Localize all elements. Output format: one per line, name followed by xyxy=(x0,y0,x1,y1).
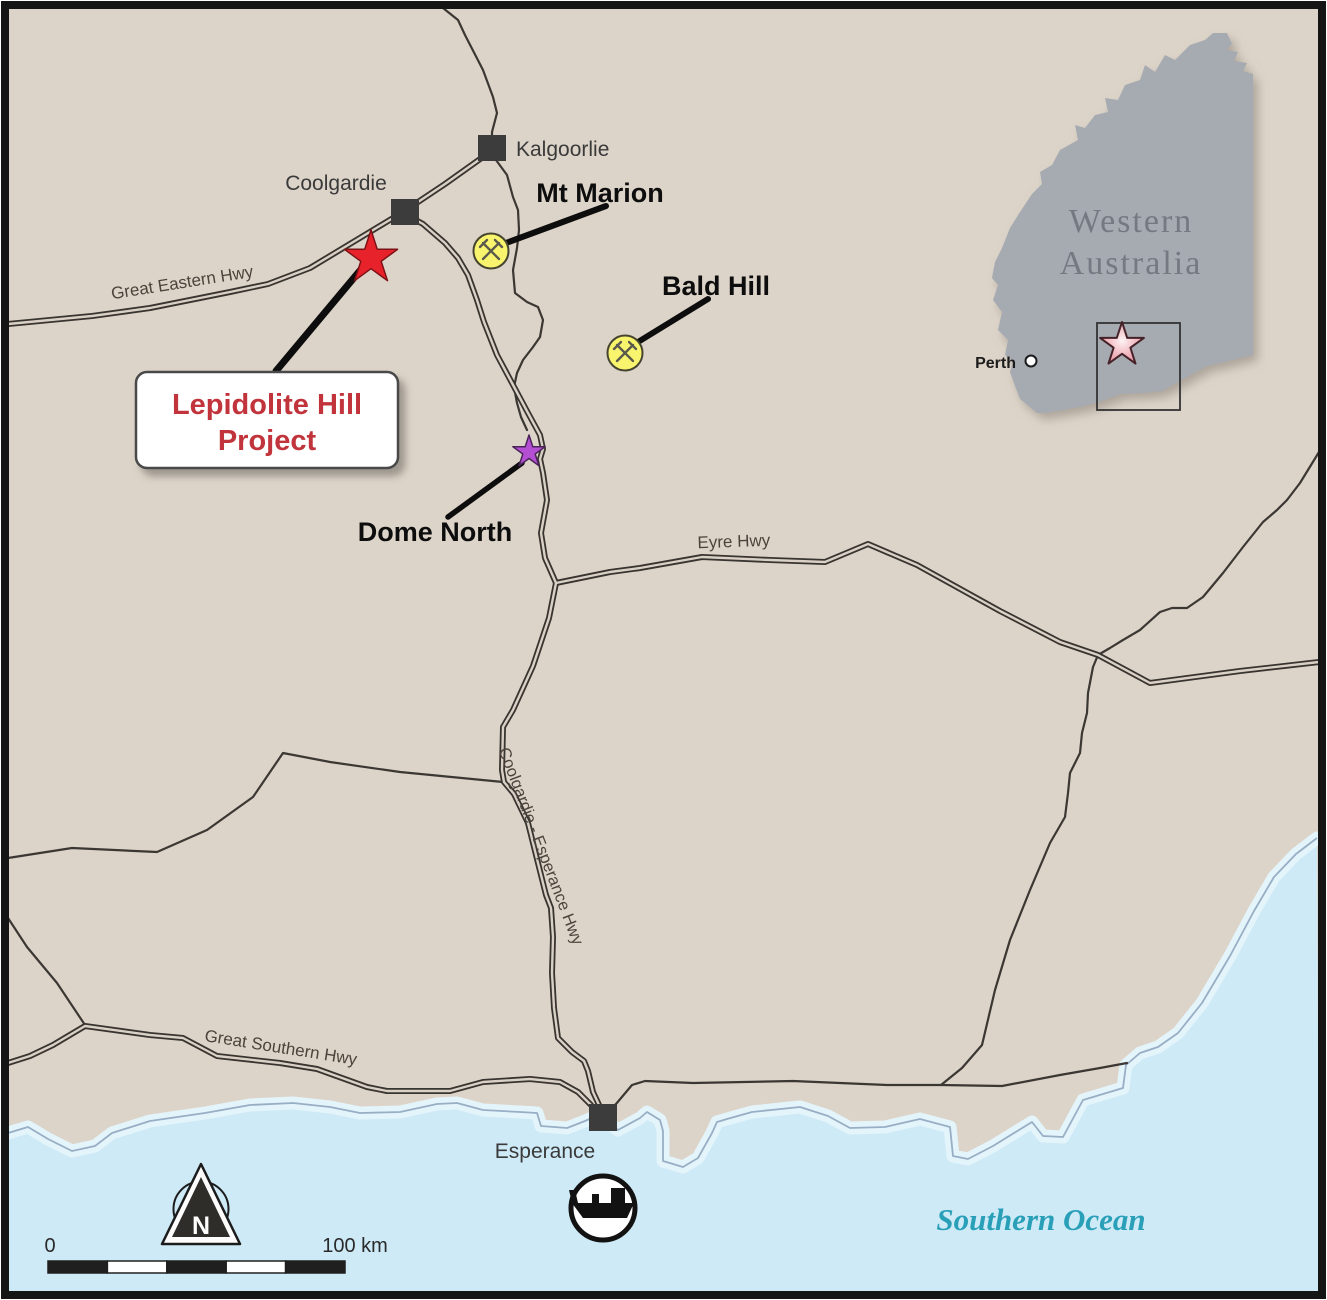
scale-100km-label: 100 km xyxy=(322,1235,388,1257)
esperance-marker xyxy=(589,1104,617,1131)
kalgoorlie-label: Kalgoorlie xyxy=(516,138,609,161)
project-label-line2: Project xyxy=(218,425,317,457)
lepidolite-hill-star-icon xyxy=(343,229,399,282)
esperance-label: Esperance xyxy=(495,1140,595,1163)
wa-state-shape xyxy=(992,33,1253,413)
bald-hill-mine-icon xyxy=(606,334,644,372)
coastline xyxy=(7,837,1318,1168)
north-label: N xyxy=(192,1212,210,1240)
minor-roads xyxy=(6,6,1321,1114)
bald-hill-leader-line xyxy=(635,296,711,345)
ship-icon xyxy=(568,1173,638,1243)
eastern-north-south-road xyxy=(939,450,1321,1087)
scale-zero-label: 0 xyxy=(44,1235,55,1257)
bald-hill-label: Bald Hill xyxy=(662,271,770,301)
western-southern-link-road xyxy=(6,916,87,1027)
dome-north-leader-line xyxy=(445,460,525,520)
inset-location-star-icon xyxy=(1099,321,1145,365)
kalgoorlie-marker xyxy=(478,135,506,161)
scale-bar: 0 100 km xyxy=(44,1235,388,1274)
perth-dot xyxy=(1024,354,1038,368)
project-label-box: Lepidolite Hill Project xyxy=(134,370,400,470)
western-australia-inset: Western Australia Perth xyxy=(975,33,1253,413)
dome-north-star-icon xyxy=(512,434,546,467)
wa-label-line1: Western xyxy=(1069,203,1194,240)
mt-marion-label: Mt Marion xyxy=(536,178,664,208)
wa-label-line2: Australia xyxy=(1060,245,1203,282)
coolgardie-marker xyxy=(391,199,419,225)
highways xyxy=(5,149,1322,1119)
coolgardie-label: Coolgardie xyxy=(285,172,387,195)
southern-ocean-label: Southern Ocean xyxy=(936,1202,1145,1237)
inset-extent-rectangle xyxy=(1096,322,1181,411)
project-label-line1: Lepidolite Hill xyxy=(172,389,362,421)
mt-marion-leader-line xyxy=(503,203,609,246)
southern-ocean-water xyxy=(8,838,1319,1292)
western-link-road xyxy=(6,751,505,860)
kalgoorlie-north-road xyxy=(441,6,499,144)
perth-label: Perth xyxy=(975,355,1016,372)
coastal-east-road xyxy=(604,1061,1129,1114)
mt-marion-mine-icon xyxy=(472,232,510,270)
eyre-hwy-label: Eyre Hwy xyxy=(697,531,771,553)
lepidolite-leader-line xyxy=(272,257,372,375)
north-arrow-icon: N xyxy=(160,1162,242,1246)
dome-north-label: Dome North xyxy=(358,517,513,547)
